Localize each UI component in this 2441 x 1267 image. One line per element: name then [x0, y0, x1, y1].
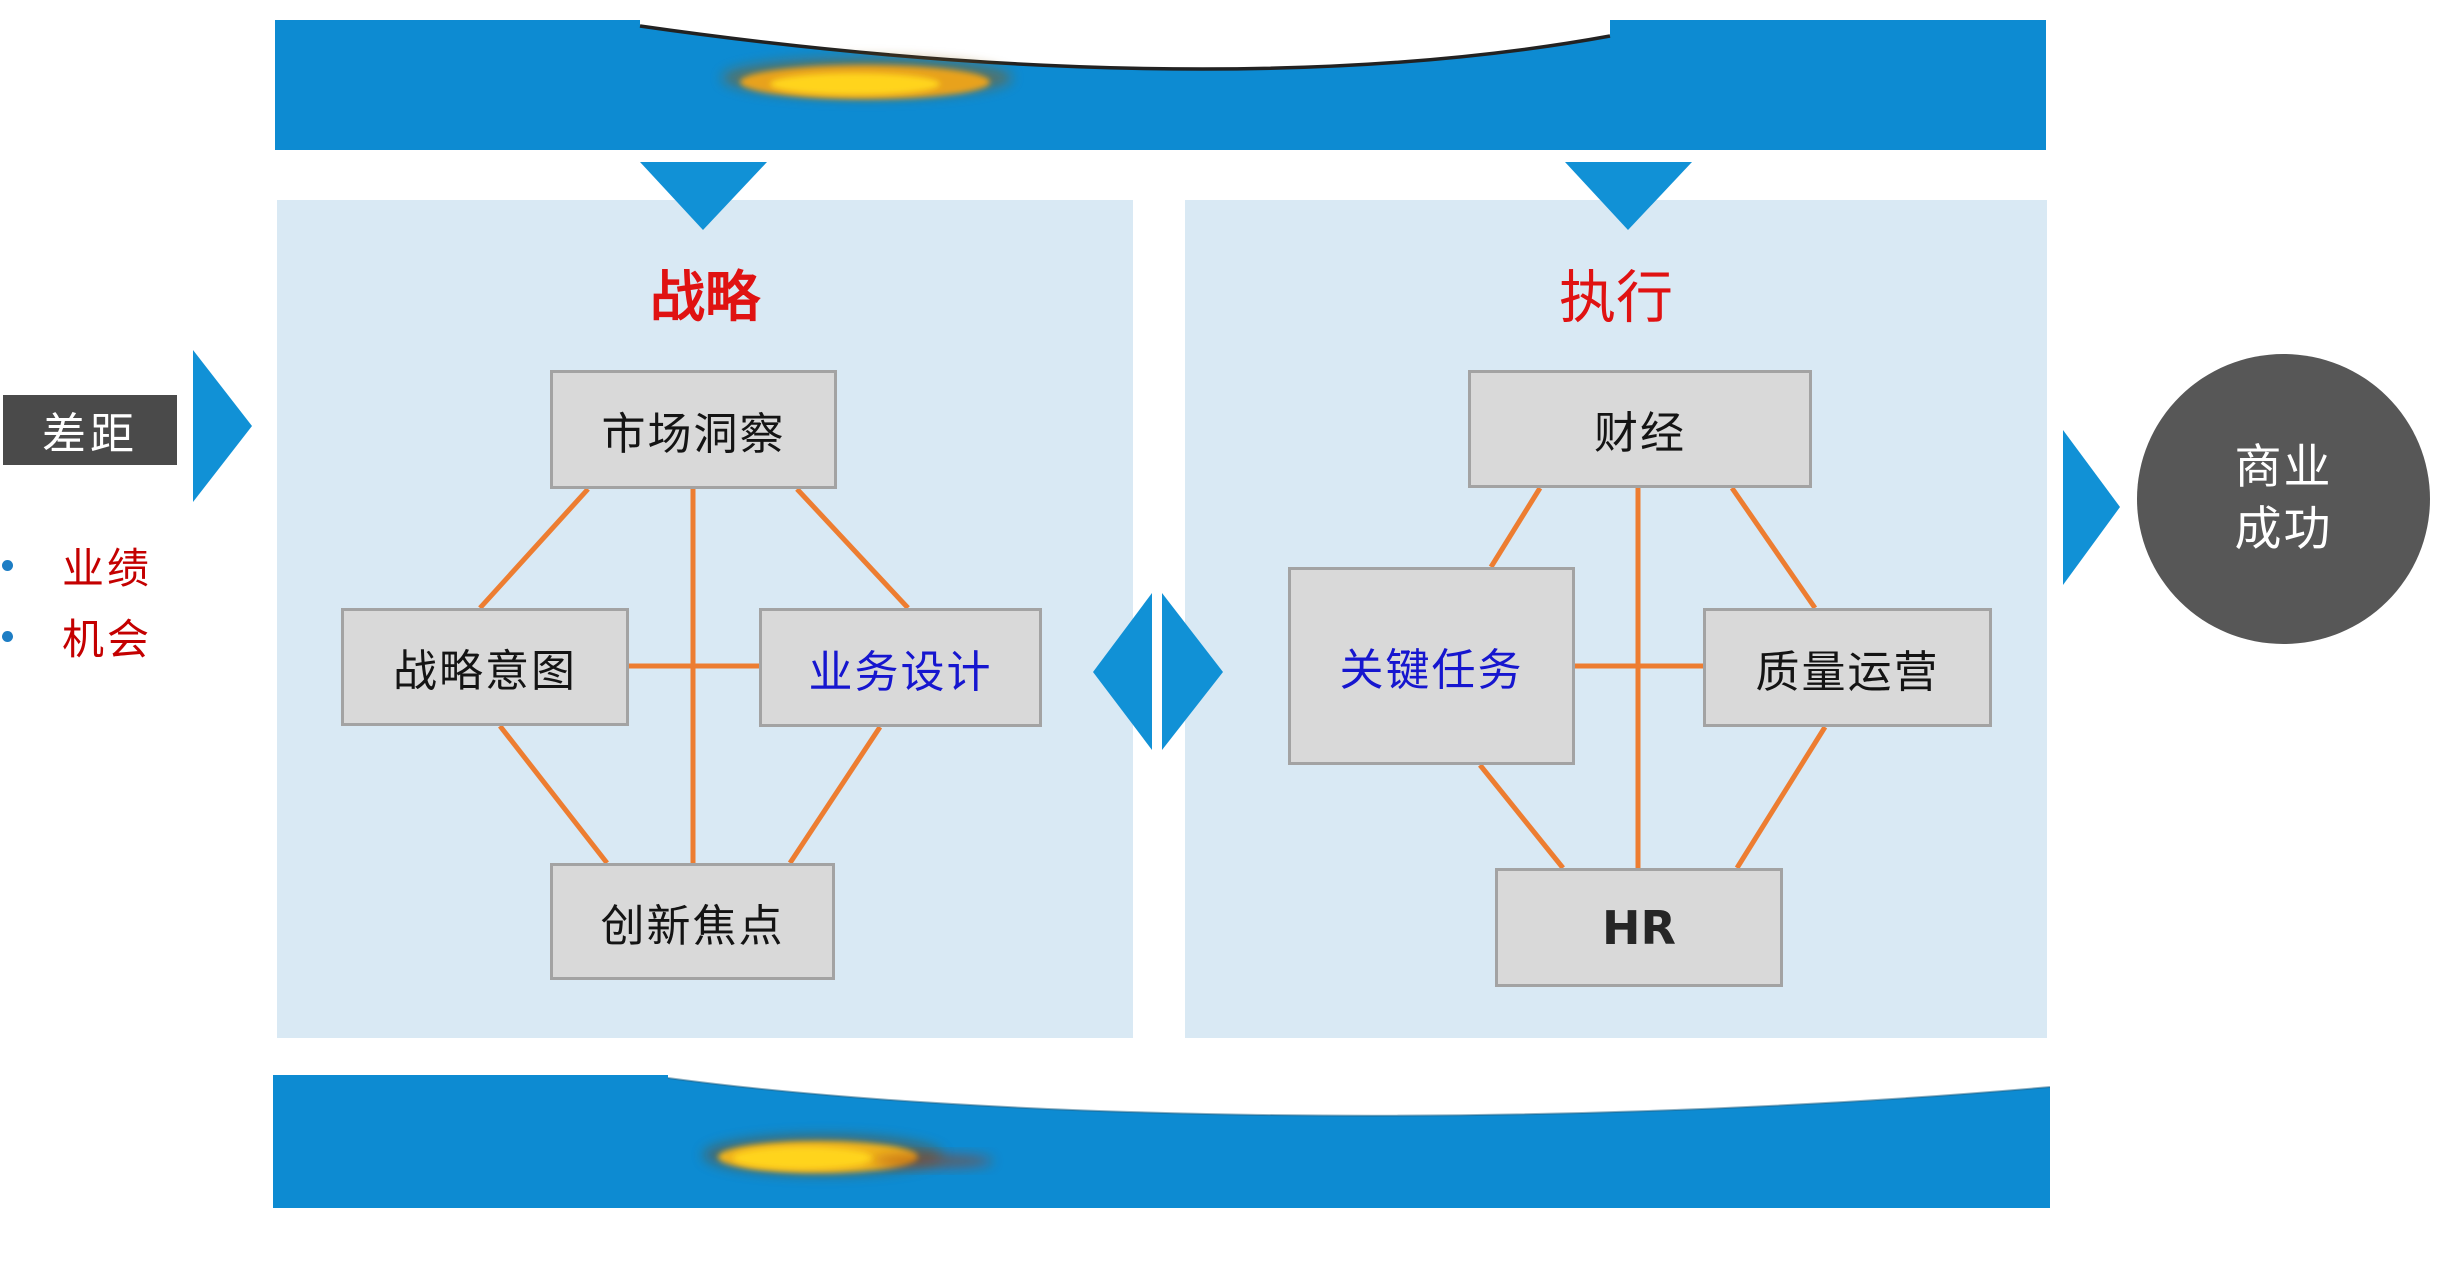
gap-label-text: 差距	[42, 410, 138, 459]
node-hr-label: HR	[1602, 900, 1676, 955]
connector-design-innovation	[787, 725, 883, 865]
bottom-banner-image	[273, 1075, 2050, 1208]
node-market-insight-label: 市场洞察	[601, 409, 786, 459]
top-banner-logo-smudge-core	[770, 73, 940, 95]
gap-bullet-performance: 业绩	[2, 535, 152, 596]
node-innovation-focus: 创新焦点	[550, 863, 835, 980]
business-success-label: 商业 成功	[2234, 441, 2333, 556]
connector-finance-quality	[1729, 486, 1818, 610]
strategy-title: 战略	[649, 265, 760, 329]
connector-insight-design	[795, 487, 910, 610]
bottom-banner-logo-smudge-core	[733, 1147, 873, 1169]
down-arrow-strategy-icon	[640, 162, 767, 230]
gap-bullet-opportunity: 机会	[2, 606, 152, 667]
success-right-arrow-icon	[2063, 430, 2120, 585]
node-strategic-intent: 战略意图	[341, 608, 629, 726]
connector-quality-hr	[1734, 725, 1828, 870]
connector-finance-keytasks	[1488, 486, 1543, 569]
diamond-arrow-left-icon	[1093, 593, 1152, 750]
node-key-tasks: 关键任务	[1288, 567, 1575, 765]
bottom-banner-highlight-wave	[668, 1075, 2050, 1116]
business-success-circle: 商业 成功	[2137, 354, 2430, 644]
node-business-design: 业务设计	[759, 608, 1042, 727]
gap-bullet-performance-label: 业绩	[62, 547, 153, 593]
node-quality-operations: 质量运营	[1703, 608, 1992, 727]
bullet-dot-icon	[2, 631, 13, 642]
node-finance-label: 财经	[1594, 409, 1686, 458]
execution-title: 执行	[1559, 267, 1673, 330]
node-key-tasks-label: 关键任务	[1339, 646, 1524, 695]
diamond-arrow-right-icon	[1162, 593, 1223, 750]
gap-label: 差距	[3, 395, 177, 465]
connector-intent-innovation	[498, 724, 609, 865]
gap-bullet-opportunity-label: 机会	[62, 618, 153, 664]
connector-insight-intent	[478, 487, 590, 610]
gap-right-arrow-icon	[193, 350, 252, 502]
top-banner-highlight-wave	[640, 20, 1610, 70]
node-hr: HR	[1495, 868, 1783, 987]
node-strategic-intent-label: 战略意图	[393, 647, 577, 696]
node-market-insight: 市场洞察	[550, 370, 837, 489]
node-innovation-focus-label: 创新焦点	[600, 901, 785, 951]
node-quality-operations-label: 质量运营	[1755, 647, 1940, 697]
connector-keytasks-hr	[1478, 763, 1565, 870]
bullet-dot-icon	[2, 560, 13, 571]
down-arrow-execution-icon	[1565, 162, 1692, 230]
top-banner-image	[275, 20, 2046, 150]
node-business-design-label: 业务设计	[808, 647, 993, 697]
top-banner-wave-line	[639, 24, 1611, 71]
bottom-banner-wave-line	[667, 1077, 2050, 1117]
node-finance: 财经	[1468, 370, 1812, 488]
bottom-banner-logo-smudge-tail	[873, 1154, 993, 1168]
